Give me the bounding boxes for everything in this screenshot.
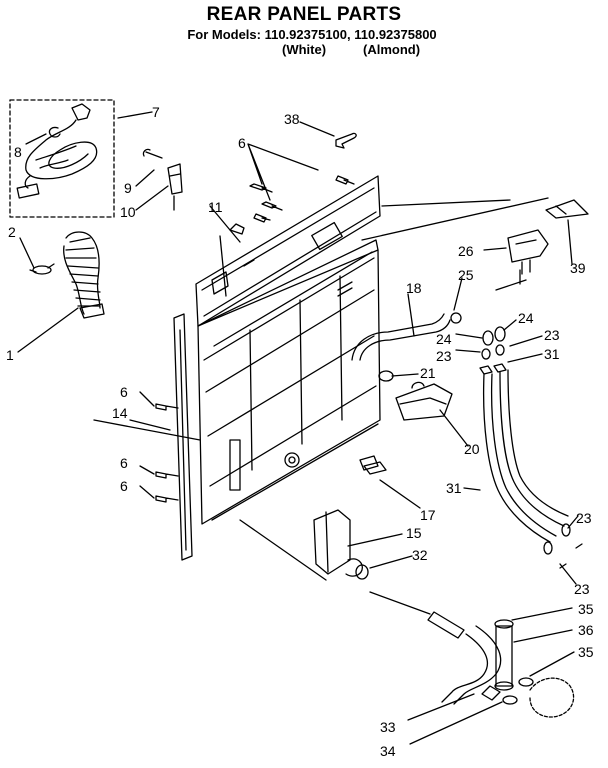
callout-11: 11 bbox=[208, 199, 223, 215]
callout-14: 14 bbox=[112, 405, 128, 421]
callout-23-upper: 23 bbox=[576, 510, 592, 526]
callout-24-right: 24 bbox=[518, 310, 534, 326]
callout-1: 1 bbox=[6, 347, 14, 363]
callout-15: 15 bbox=[406, 525, 422, 541]
drain-connector-15 bbox=[313, 509, 369, 580]
callout-18: 18 bbox=[406, 280, 422, 296]
callout-31-bottom: 31 bbox=[446, 480, 462, 496]
callout-32: 32 bbox=[412, 547, 428, 563]
callout-31-top: 31 bbox=[544, 346, 560, 362]
callout-8: 8 bbox=[14, 144, 22, 160]
callout-6-lower: 6 bbox=[120, 455, 128, 471]
callout-17: 17 bbox=[420, 507, 436, 523]
drain-hose-corrugated bbox=[29, 231, 105, 319]
callout-6-bottom: 6 bbox=[120, 478, 128, 494]
drain-hose-assembly bbox=[427, 611, 575, 718]
callout-labels: 7 8 2 1 38 6 9 10 11 39 26 25 18 24 24 2… bbox=[6, 104, 594, 759]
callout-23-left: 23 bbox=[436, 348, 452, 364]
reference-lines bbox=[93, 197, 549, 615]
callout-25: 25 bbox=[458, 267, 474, 283]
screws-left bbox=[155, 403, 179, 503]
callout-39: 39 bbox=[570, 260, 586, 276]
callout-2: 2 bbox=[8, 224, 16, 240]
callout-24-left: 24 bbox=[436, 331, 452, 347]
rear-panel bbox=[195, 175, 381, 525]
diagram-title: REAR PANEL PARTS bbox=[206, 4, 402, 25]
callout-21: 21 bbox=[420, 365, 436, 381]
callout-36: 36 bbox=[578, 622, 594, 638]
side-strip-14 bbox=[173, 313, 193, 561]
callout-38: 38 bbox=[284, 111, 300, 127]
bracket-parts-9-10 bbox=[142, 148, 183, 211]
callout-23-right: 23 bbox=[544, 327, 560, 343]
power-cord-inset bbox=[9, 99, 115, 218]
callout-35-top: 35 bbox=[578, 601, 594, 617]
callout-35-bottom: 35 bbox=[578, 644, 594, 660]
callout-23-lower: 23 bbox=[574, 581, 590, 597]
variant-almond-label: (Almond) bbox=[363, 42, 421, 57]
hose-washers bbox=[479, 326, 507, 375]
callout-6-top: 6 bbox=[238, 135, 246, 151]
switch-and-bracket bbox=[495, 199, 589, 291]
callout-6-mid: 6 bbox=[120, 384, 128, 400]
part-17-block bbox=[363, 461, 387, 475]
callout-34: 34 bbox=[380, 743, 396, 759]
part-38-clip bbox=[335, 132, 357, 149]
callout-10: 10 bbox=[120, 204, 136, 220]
screws-top bbox=[249, 175, 355, 223]
callout-7: 7 bbox=[152, 104, 160, 120]
callout-20: 20 bbox=[464, 441, 480, 457]
model-numbers: For Models: 110.92375100, 110.92375800 bbox=[187, 27, 437, 42]
inlet-hose-and-valve bbox=[351, 312, 462, 421]
callout-33: 33 bbox=[380, 719, 396, 735]
variant-white-label: (White) bbox=[282, 42, 327, 57]
callout-26: 26 bbox=[458, 243, 474, 259]
leader-lines bbox=[17, 111, 579, 745]
fill-hoses-31 bbox=[482, 369, 583, 569]
callout-9: 9 bbox=[124, 180, 132, 196]
